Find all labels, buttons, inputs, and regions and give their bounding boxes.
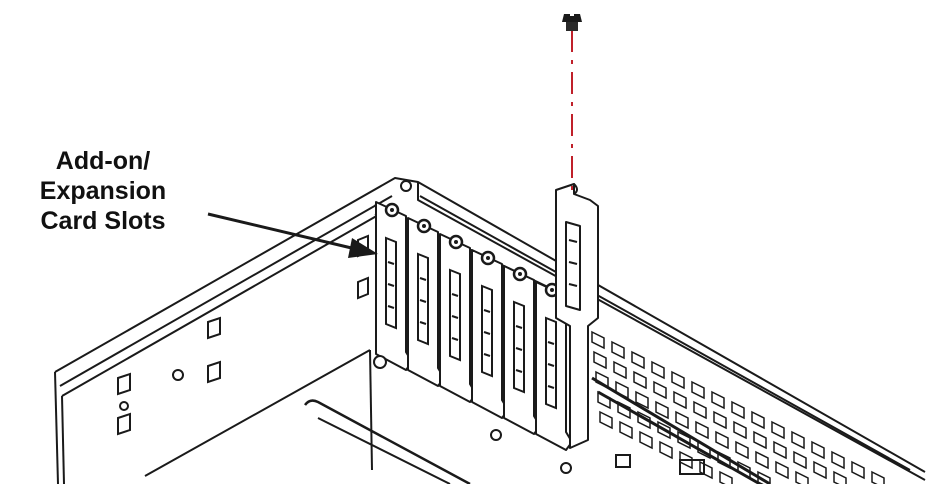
- vent-hole: [753, 430, 767, 450]
- expansion-slot-bracket: [375, 201, 413, 371]
- rear-vent-grid: [591, 330, 885, 489]
- vent-hole: [635, 390, 649, 410]
- vent-hole: [691, 380, 705, 400]
- vent-hole: [631, 350, 645, 370]
- expansion-slot-callout: Add-on/ Expansion Card Slots: [18, 146, 188, 236]
- vent-hole: [771, 420, 785, 440]
- vent-hole: [813, 460, 827, 480]
- pointer-arrow-icon: [207, 212, 378, 258]
- vent-hole: [715, 430, 729, 450]
- vent-hole: [735, 440, 749, 460]
- chassis-icon: [54, 177, 926, 486]
- vent-hole: [593, 350, 607, 370]
- vent-hole: [591, 330, 605, 350]
- expansion-slot-bracket: [439, 233, 477, 403]
- vent-hole: [871, 470, 885, 489]
- vent-hole: [713, 410, 727, 430]
- callout-line-2: Expansion: [39, 177, 167, 205]
- vent-hole: [775, 460, 789, 480]
- expansion-slot-bracket: [471, 249, 509, 419]
- vent-hole: [633, 370, 647, 390]
- vent-hole: [619, 420, 633, 440]
- vent-hole: [693, 400, 707, 420]
- vent-hole: [791, 430, 805, 450]
- vent-hole: [831, 450, 845, 470]
- vent-hole: [651, 360, 665, 380]
- vent-hole: [851, 460, 865, 480]
- callout-line-1: Add-on/: [55, 147, 151, 175]
- vent-hole: [731, 400, 745, 420]
- vent-hole: [599, 410, 613, 430]
- pcie-bracket-icon: [555, 183, 599, 449]
- motherboard-edge: [591, 376, 771, 486]
- vent-hole: [733, 420, 747, 440]
- installed-brackets: [375, 201, 573, 451]
- vent-hole: [751, 410, 765, 430]
- vent-hole: [611, 340, 625, 360]
- vent-hole: [639, 430, 653, 450]
- screw-icon: [562, 10, 582, 190]
- vent-hole: [613, 360, 627, 380]
- vent-hole: [659, 440, 673, 460]
- side-wall-features: [117, 234, 572, 474]
- vent-hole: [773, 440, 787, 460]
- vent-hole: [653, 380, 667, 400]
- vent-hole: [811, 440, 825, 460]
- vent-hole: [795, 470, 809, 489]
- expansion-slot-bracket: [503, 265, 541, 435]
- vent-hole: [719, 470, 733, 489]
- vent-hole: [655, 400, 669, 420]
- vent-hole: [755, 450, 769, 470]
- vent-hole: [671, 370, 685, 390]
- callout-line-3: Card Slots: [40, 207, 166, 235]
- vent-hole: [699, 460, 713, 480]
- vent-hole: [711, 390, 725, 410]
- vent-hole: [673, 390, 687, 410]
- vent-hole: [833, 470, 847, 489]
- expansion-slot-bracket: [407, 217, 445, 387]
- vent-hole: [675, 410, 689, 430]
- vent-hole: [695, 420, 709, 440]
- vent-hole: [793, 450, 807, 470]
